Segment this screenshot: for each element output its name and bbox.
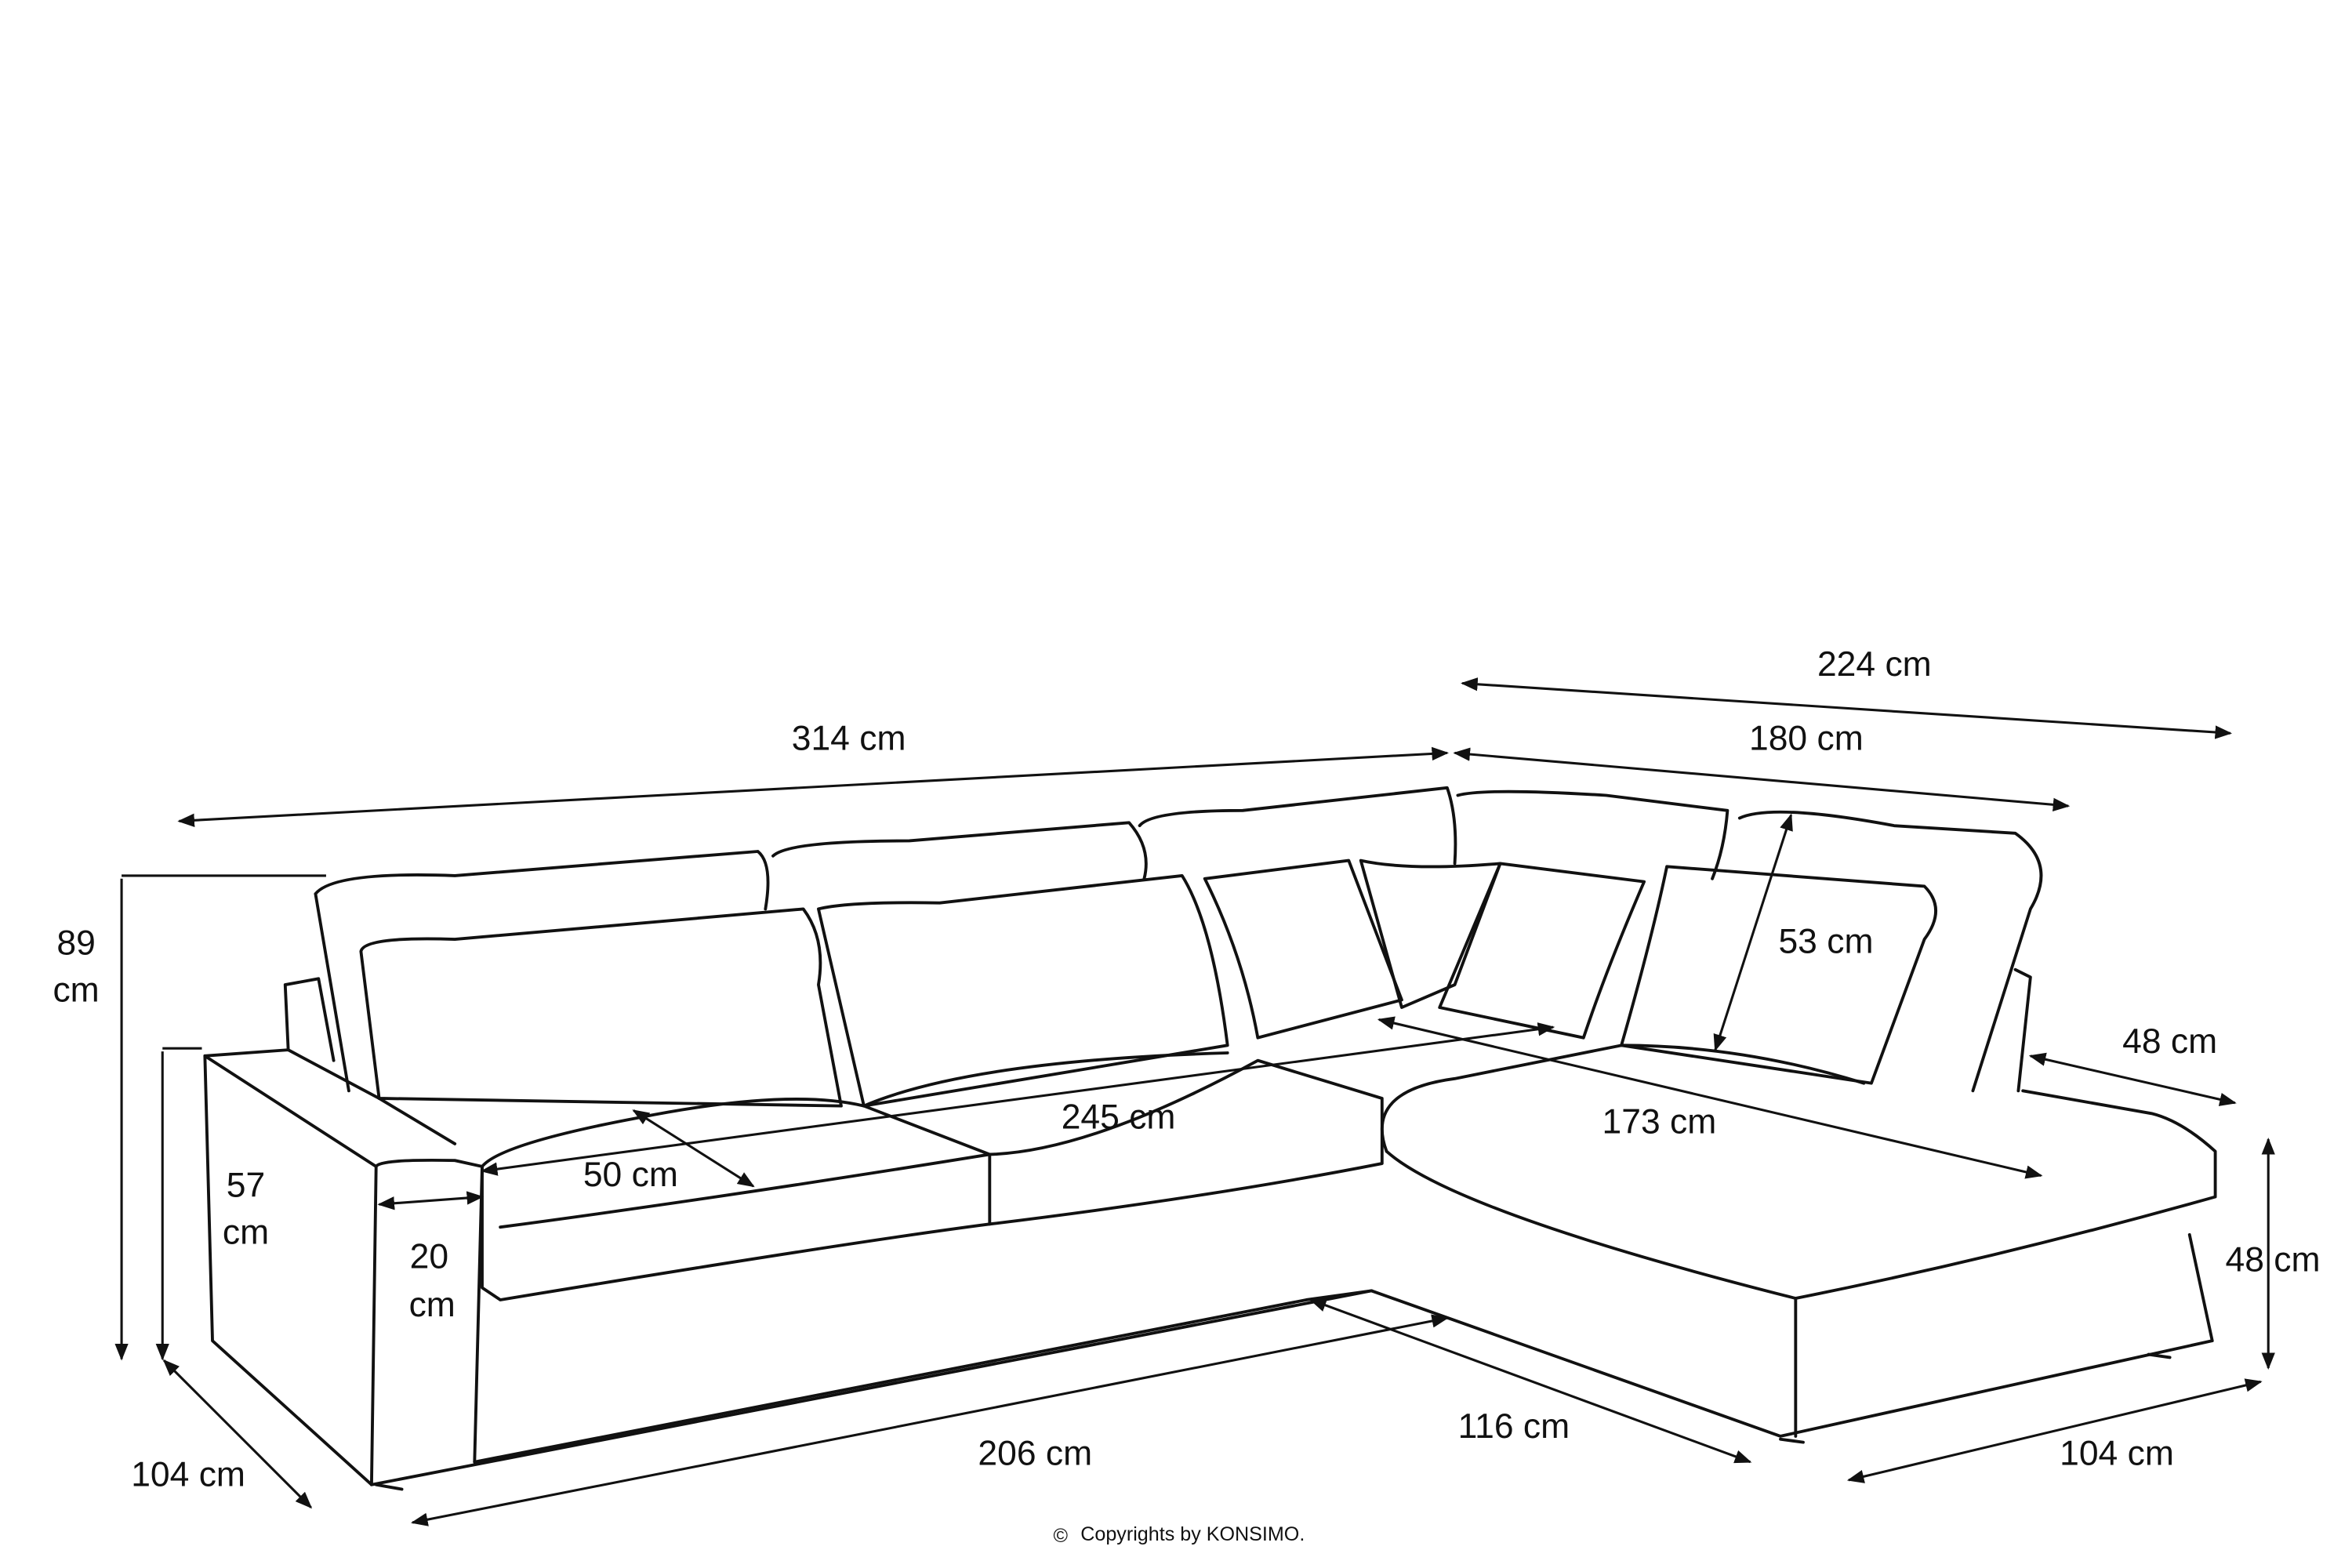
label-arm-width-unit: cm (409, 1286, 456, 1324)
label-front-length: 206 cm (978, 1435, 1092, 1473)
label-total-width-left: 314 cm (792, 720, 906, 758)
label-chaise-back-width: 180 cm (1749, 720, 1864, 758)
label-seat-width: 245 cm (1062, 1098, 1176, 1137)
label-arm-height-unit: cm (223, 1213, 269, 1251)
label-height-unit: cm (53, 971, 99, 1009)
sofa-drawing (203, 786, 2217, 1491)
label-seat-height: 48 cm (2226, 1240, 2321, 1279)
dimension-labels: 224 cm 180 cm 314 cm 89 cm 57 cm 104 cm … (53, 645, 2320, 1494)
label-seat-depth: 50 cm (583, 1156, 678, 1194)
label-arm-width-value: 20 (410, 1237, 448, 1276)
label-depth-right: 104 cm (2060, 1435, 2174, 1473)
label-height-value: 89 (56, 924, 95, 962)
label-back-height: 53 cm (1778, 922, 1873, 960)
label-chaise-back-depth: 48 cm (2122, 1022, 2217, 1061)
label-chaise-front: 116 cm (1458, 1407, 1570, 1446)
label-chaise-seat-length: 173 cm (1602, 1102, 1717, 1141)
dimension-lines (114, 677, 2275, 1526)
label-depth-left: 104 cm (131, 1456, 245, 1494)
copyright-text: Copyrights by KONSIMO. (1080, 1523, 1305, 1545)
copyright-notice: © Copyrights by KONSIMO. (1053, 1523, 1305, 1547)
copyright-icon: © (1053, 1525, 1068, 1547)
label-arm-height-value: 57 (227, 1167, 265, 1205)
label-total-width-right: 224 cm (1817, 645, 1932, 684)
